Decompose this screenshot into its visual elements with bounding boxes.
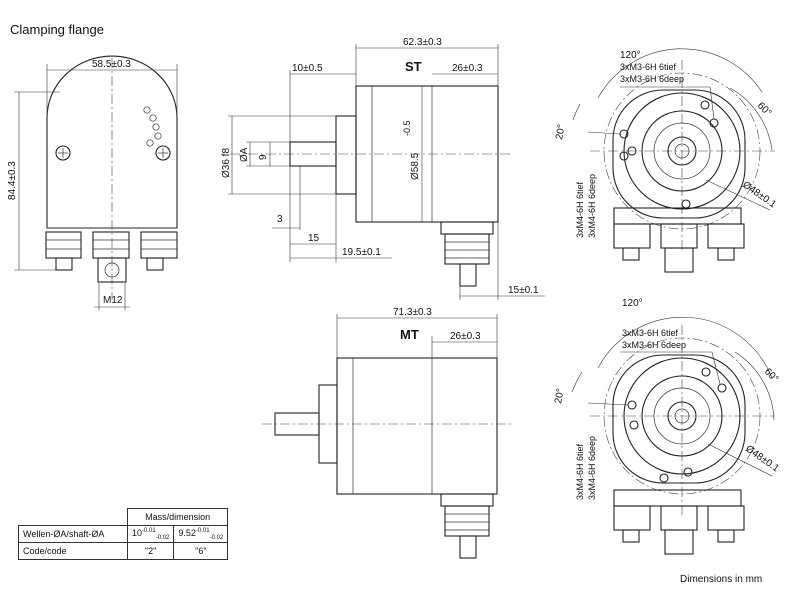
st-side-view: 62.3±0.3 10±0.5 ST 26±0.3 Ø36 f8 ØA 9 Ø5… bbox=[221, 37, 545, 300]
top-thread-m3-b: 3xM3-6H 6deep bbox=[620, 74, 684, 84]
front-height-dim: 84.4±0.3 bbox=[7, 161, 18, 200]
st-overall-dim: 62.3±0.3 bbox=[403, 37, 442, 48]
mt-side-view: 71.3±0.3 MT 26±0.3 bbox=[262, 307, 512, 559]
bottom-thread-m3-b: 3xM3-6H 6deep bbox=[622, 340, 686, 350]
top-thread-m3-a: 3xM3-6H 6tief bbox=[620, 62, 677, 72]
mt-overall-dim: 71.3±0.3 bbox=[393, 307, 432, 318]
bottom-thread-m4-b: 3xM4-6H 6deep bbox=[587, 436, 597, 500]
st-shaft-dia: ØA bbox=[239, 147, 250, 162]
top-thread-m4-a: 3xM4-6H 6tief bbox=[575, 181, 585, 238]
bottom-thread-m3-a: 3xM3-6H 6tief bbox=[622, 328, 679, 338]
row-code-value-2: "6" bbox=[173, 542, 229, 560]
row-shaft-label: Wellen-ØA/shaft-ØA bbox=[18, 525, 128, 543]
face-view-bottom: 120° 60° 20° 3xM3-6H 6tief 3xM3-6H 6deep… bbox=[553, 298, 781, 555]
st-dim-3: 3 bbox=[277, 214, 283, 225]
face-view-top: 120° 60° 20° 3xM3-6H 6tief 3xM3-6H 6deep… bbox=[554, 48, 778, 273]
bottom-angle-20: 20° bbox=[553, 388, 566, 405]
st-flange-dia: Ø36 f8 bbox=[221, 148, 232, 178]
bottom-angle-60: 60° bbox=[762, 366, 780, 384]
bottom-angle-120: 120° bbox=[622, 298, 643, 309]
st-body-dia: Ø58.5 bbox=[410, 152, 421, 180]
st-rear-dim: 26±0.3 bbox=[452, 63, 483, 74]
footer-units: Dimensions in mm bbox=[680, 574, 762, 585]
st-shaft-dim: 10±0.5 bbox=[292, 63, 323, 74]
shaft-spec-table: Mass/dimension Wellen-ØA/shaft-ØA 10-0.0… bbox=[18, 508, 229, 560]
front-width-dim: 58.5±0.3 bbox=[92, 59, 131, 70]
top-angle-20: 20° bbox=[554, 124, 567, 141]
table-header: Mass/dimension bbox=[126, 508, 229, 526]
top-thread-m4-b: 3xM4-6H 6deep bbox=[587, 174, 597, 238]
mt-rear-dim: 26±0.3 bbox=[450, 331, 481, 342]
row-code-value-1: "2" bbox=[126, 542, 175, 560]
st-dim-19-5: 19.5±0.1 bbox=[342, 247, 381, 258]
front-view: 58.5±0.3 84.4±0.3 M12 bbox=[7, 55, 178, 310]
top-angle-120: 120° bbox=[620, 50, 641, 61]
drawing-title: Clamping flange bbox=[10, 22, 104, 37]
st-body-dia-tol: -0.5 bbox=[402, 120, 412, 136]
row-shaft-value-1: 10-0.01-0.02 bbox=[126, 525, 175, 543]
st-variant-label: ST bbox=[405, 59, 422, 74]
m12-dim: M12 bbox=[103, 295, 123, 306]
top-bolt-circle: Ø48±0.1 bbox=[740, 179, 778, 210]
st-dim-9: 9 bbox=[258, 154, 269, 160]
row-code-label: Code/code bbox=[18, 542, 128, 560]
mt-variant-label: MT bbox=[400, 327, 419, 342]
bottom-thread-m4-a: 3xM4-6H 6tief bbox=[575, 443, 585, 500]
bottom-bolt-circle: Ø48±0.1 bbox=[743, 443, 781, 474]
st-dim-15: 15 bbox=[308, 233, 320, 244]
st-dim-15-1: 15±0.1 bbox=[508, 285, 539, 296]
row-shaft-value-2: 9.52-0.01-0.02 bbox=[173, 525, 229, 543]
top-angle-60: 60° bbox=[755, 100, 773, 118]
